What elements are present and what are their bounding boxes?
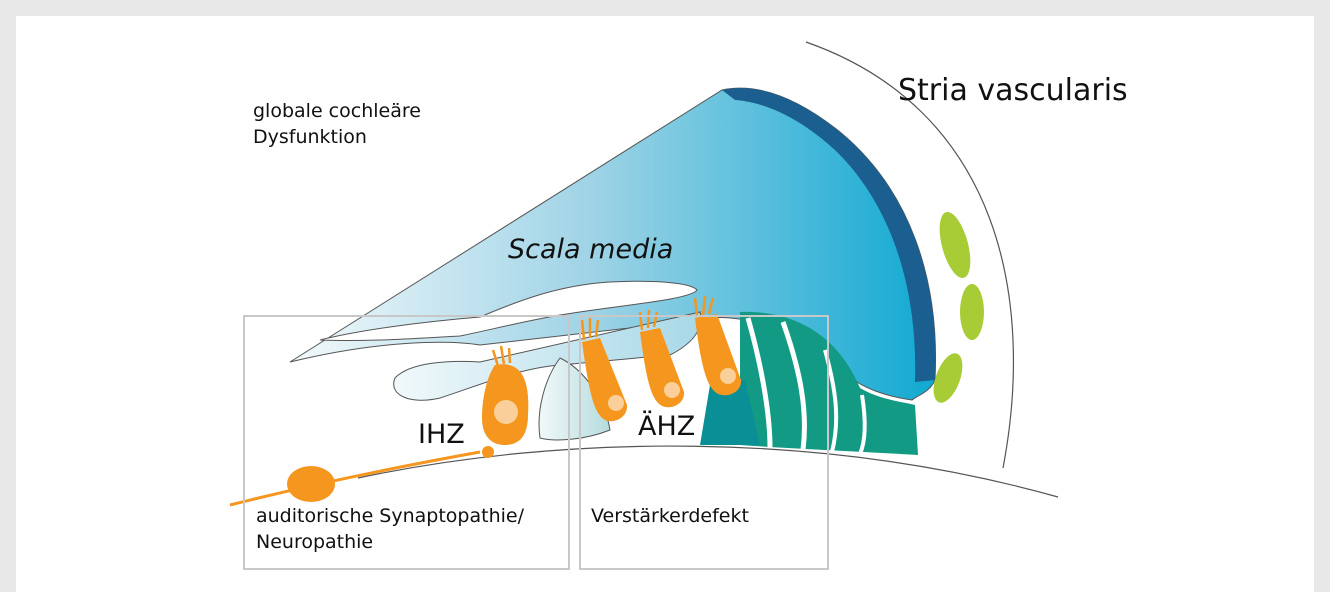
scala-media-label: Scala media xyxy=(508,234,673,265)
spiral-ganglion-cell xyxy=(287,466,335,502)
synaptopathy-label-line2: Neuropathie xyxy=(256,531,373,553)
stria-vessel xyxy=(934,209,977,281)
stria-vessel xyxy=(960,284,984,340)
amplifier-defect-label: Verstärkerdefekt xyxy=(591,505,749,527)
nerve-fiber xyxy=(230,452,480,505)
synapse-terminal xyxy=(482,446,494,458)
stria-vascularis-label: Stria vascularis xyxy=(898,73,1128,108)
ihz-label: IHZ xyxy=(418,419,465,450)
aehz-label: ÄHZ xyxy=(638,410,695,442)
global-dysfunction-label-line2: Dysfunktion xyxy=(253,126,367,148)
global-dysfunction-label: globale cochleäre xyxy=(253,100,421,122)
synaptopathy-label: auditorische Synaptopathie/ xyxy=(256,505,525,527)
